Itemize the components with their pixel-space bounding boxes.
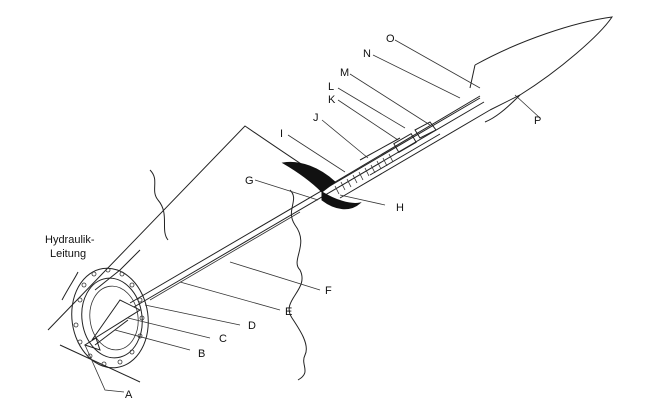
- hydraulic-line-label: Hydraulik- Leitung: [45, 234, 95, 260]
- label-m: M: [340, 67, 349, 79]
- label-l: L: [328, 81, 334, 93]
- label-d: D: [248, 320, 256, 332]
- flange: [71, 267, 149, 369]
- label-i: I: [280, 128, 283, 140]
- nose-cone: [469, 16, 614, 123]
- callout-lines: [84, 39, 541, 393]
- label-o: O: [386, 33, 395, 45]
- label-j: J: [313, 112, 319, 124]
- label-p: P: [534, 115, 541, 127]
- label-f: F: [325, 285, 332, 297]
- control-fin: [281, 161, 362, 210]
- main-rod: [129, 97, 485, 308]
- hydraulic-line: [61, 249, 141, 301]
- label-g: G: [245, 175, 254, 187]
- hydraulic-label-line2: Leitung: [50, 248, 86, 260]
- label-k: K: [328, 94, 336, 106]
- label-n: N: [363, 48, 371, 60]
- label-e: E: [285, 306, 292, 318]
- label-h: H: [396, 202, 404, 214]
- label-c: C: [219, 333, 227, 345]
- callout-labels: A B C D E F G H I J K L M N O P: [125, 33, 541, 401]
- hydraulic-label-line1: Hydraulik-: [45, 234, 95, 246]
- label-b: B: [198, 348, 205, 360]
- inner-cylinder: [329, 95, 491, 199]
- label-a: A: [125, 389, 133, 401]
